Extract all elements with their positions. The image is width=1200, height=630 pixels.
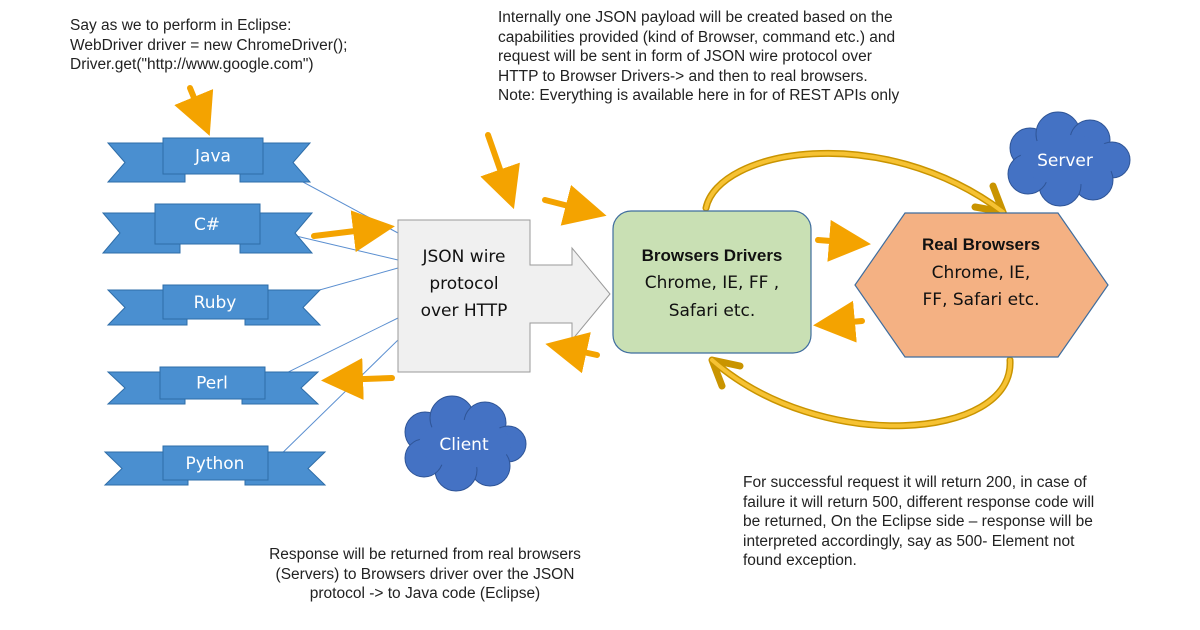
ribbon-band (162, 137, 264, 175)
ribbon-band (154, 203, 261, 245)
note-line: (Servers) to Browsers driver over the JS… (275, 565, 575, 583)
arrow-response-to-json (545, 332, 600, 374)
drivers-title: Browsers Drivers (642, 246, 783, 265)
client-label: Client (439, 435, 489, 455)
note-line: Internally one JSON payload will be crea… (498, 9, 893, 26)
drivers-line: Safari etc. (669, 301, 756, 321)
arrow-browsers-to-drivers (813, 300, 865, 343)
json-box-line: JSON wire (421, 247, 505, 267)
note-line: failure it will return 500, different re… (743, 493, 1095, 511)
language-ribbon-perl: Perl (106, 366, 320, 405)
language-ribbon-ruby: Ruby (106, 284, 322, 326)
note-line: be returned, On the Eclipse side – respo… (743, 513, 1093, 530)
note-line: Note: Everything is available here in fo… (498, 87, 900, 104)
browsers-line: FF, Safari etc. (923, 290, 1040, 310)
json-wire-protocol-box: JSON wire protocol over HTTP (397, 219, 611, 373)
note-line: WebDriver driver = new ChromeDriver(); (70, 36, 348, 54)
note-line: For successful request it will return 20… (743, 474, 1087, 491)
server-label: Server (1037, 151, 1093, 171)
arrow-json-to-perl (321, 358, 395, 401)
payload-note: Internally one JSON payload will be crea… (498, 8, 899, 106)
connector-line-python (269, 339, 399, 466)
note-line: protocol -> to Java code (Eclipse) (309, 585, 541, 602)
arrow-payload-down (480, 132, 520, 210)
status-code-note: For successful request it will return 20… (743, 473, 1094, 571)
language-label: Python (186, 454, 245, 474)
note-line: found exception. (743, 552, 857, 569)
browsers-title: Real Browsers (922, 235, 1040, 254)
real-browsers-box: Real Browsers Chrome, IE, FF, Safari etc… (854, 212, 1109, 358)
json-box-line: protocol (429, 274, 498, 294)
json-box-line: over HTTP (421, 301, 508, 321)
language-label: C# (194, 215, 220, 235)
eclipse-note: Say as we to perform in Eclipse: WebDriv… (70, 16, 347, 75)
note-line: Response will be returned from real brow… (269, 546, 581, 563)
note-line: HTTP to Browser Drivers-> and then to re… (498, 67, 868, 85)
note-line: Say as we to perform in Eclipse: (70, 17, 292, 34)
language-label: Perl (196, 374, 228, 394)
language-ribbon-java: Java (106, 137, 312, 183)
note-line: capabilities provided (kind of Browser, … (498, 28, 896, 46)
arrow-eclipse-to-java (174, 85, 214, 136)
ribbon-band (159, 366, 266, 400)
language-ribbon-csharp: C# (101, 203, 314, 254)
server-cloud: Server (1007, 111, 1131, 207)
note-line: Driver.get("http://www.google.com") (70, 56, 314, 73)
language-label: Ruby (194, 293, 237, 313)
response-note: Response will be returned from real brow… (220, 545, 630, 604)
browsers-line: Chrome, IE, (932, 263, 1031, 283)
callout-arrows (174, 85, 871, 401)
client-cloud: Client (404, 395, 527, 492)
ribbon-band (162, 284, 269, 320)
language-label: Java (194, 147, 231, 167)
drivers-line: Chrome, IE, FF , (645, 273, 779, 293)
note-line: interpreted accordingly, say as 500- Ele… (743, 532, 1075, 550)
arrow-csharp-to-json (311, 210, 395, 253)
note-line: request will be sent in form of JSON wir… (498, 48, 872, 65)
language-ribbon-python: Python (103, 445, 327, 486)
cycle-arrows (702, 149, 1014, 430)
browsers-drivers-box: Browsers Drivers Chrome, IE, FF , Safari… (612, 210, 812, 354)
arrow-to-drivers (542, 184, 607, 226)
ribbon-band (162, 445, 269, 481)
arrow-drivers-to-browsers (815, 219, 871, 262)
